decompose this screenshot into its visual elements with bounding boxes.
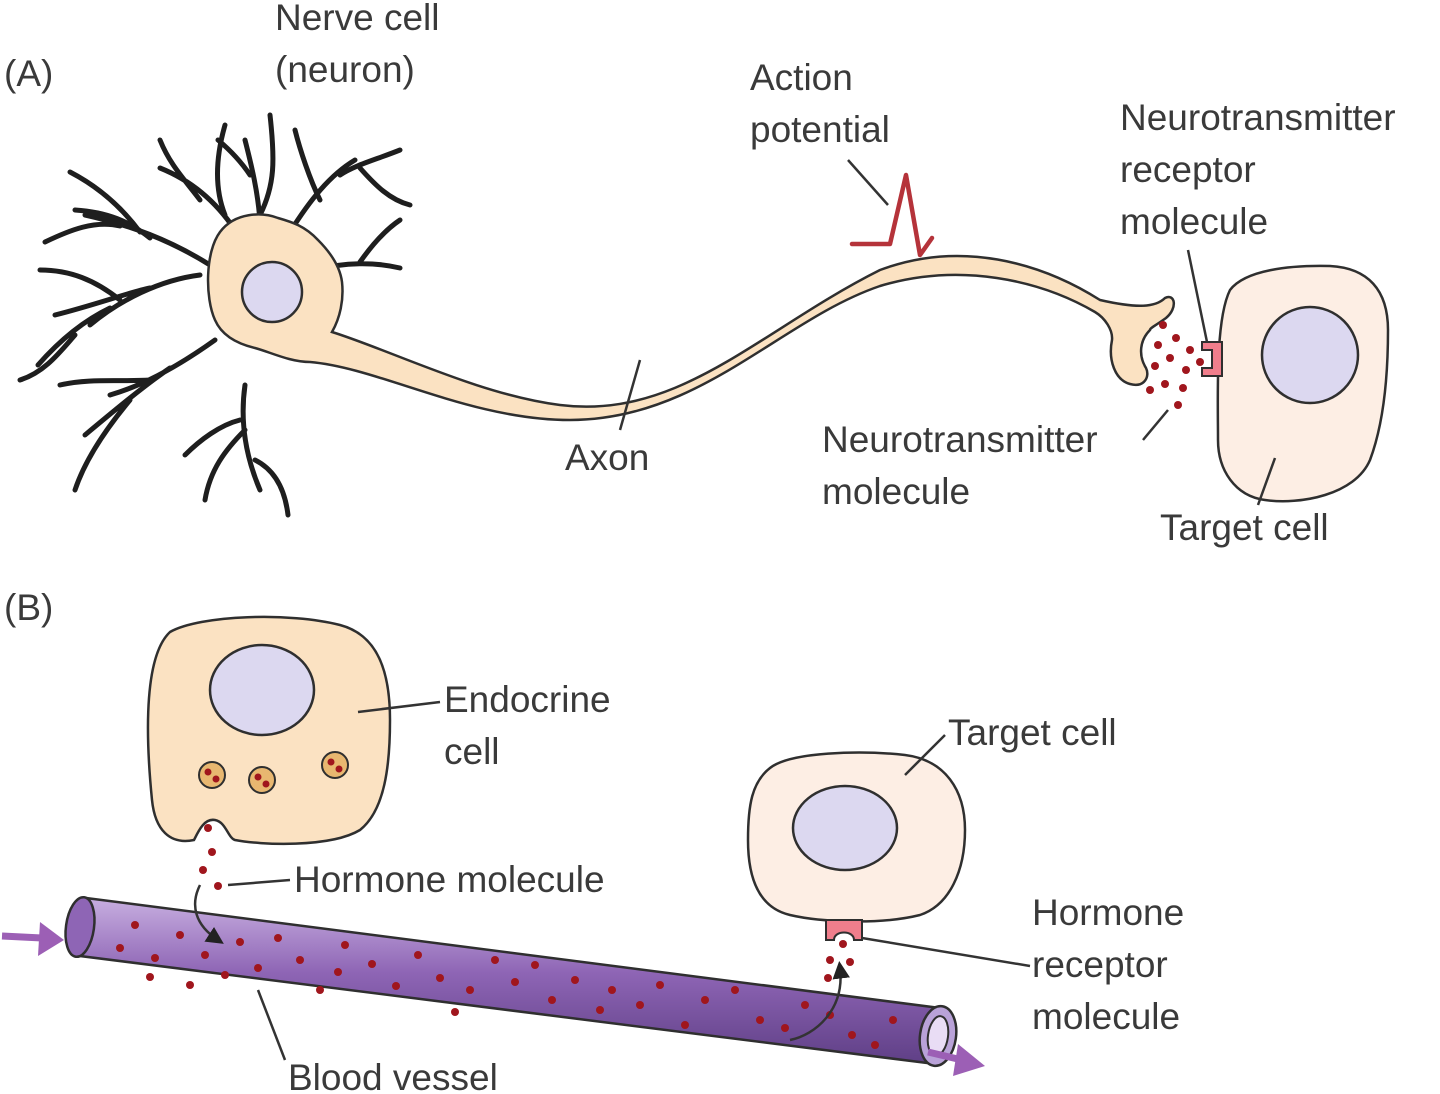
endocrine-label: Endocrine cell (444, 679, 621, 772)
secretory-vesicles (198, 751, 349, 794)
target-cell-a-label: Target cell (1160, 507, 1329, 548)
nt-receptor-label: Neurotransmitter receptor molecule (1120, 97, 1406, 242)
hormone-exit-arrow (789, 961, 850, 1042)
endocrine-leader (357, 700, 441, 714)
neuron-nucleus (240, 260, 304, 324)
hormone-molecules-released (199, 824, 222, 890)
flow-arrow-out (927, 1044, 985, 1076)
neuron-body (206, 213, 1175, 422)
target-cell-a-nucleus (1260, 305, 1360, 405)
axon-label: Axon (565, 437, 649, 478)
nerve-cell-label: Nerve cell (neuron) (275, 0, 450, 90)
hormone-entry-arrow (193, 884, 224, 944)
target-cell-a-leader (1256, 457, 1277, 506)
nt-receptor (1201, 341, 1223, 377)
nt-molecule-label: Neurotransmitter molecule (822, 419, 1108, 512)
action-potential-leader (847, 159, 889, 206)
hormone-receptor (825, 919, 863, 941)
nt-molecules (1146, 321, 1204, 409)
blood-vessel-label: Blood vessel (288, 1057, 498, 1094)
panel-b-label: (B) (4, 587, 53, 628)
nt-molecule-leader (1142, 409, 1169, 441)
panel-a: (A) (4, 0, 1406, 548)
target-cell-b-leader (904, 734, 946, 776)
nt-receptor-leader (1186, 249, 1209, 343)
axon-leader (618, 359, 642, 431)
panel-a-label: (A) (4, 53, 53, 94)
dendrites (17, 112, 413, 518)
hormone-receptor-label: Hormone receptor molecule (1032, 892, 1194, 1037)
hormone-molecule-label: Hormone molecule (294, 859, 605, 900)
target-cell-b-nucleus (791, 784, 899, 872)
action-potential-spike (849, 172, 935, 258)
hormone-molecules-binding (824, 940, 854, 982)
hormone-molecule-leader (227, 878, 291, 887)
hormone-receptor-leader (861, 936, 1031, 968)
panel-b: (B) (1, 587, 1194, 1094)
endocrine-nucleus (208, 643, 316, 737)
action-potential-label: Action potential (750, 57, 890, 150)
target-cell-b-label: Target cell (948, 712, 1117, 753)
flow-arrow-in (1, 922, 64, 956)
blood-vessel-leader (256, 989, 287, 1061)
hormone-molecules-in-vessel (116, 921, 897, 1049)
